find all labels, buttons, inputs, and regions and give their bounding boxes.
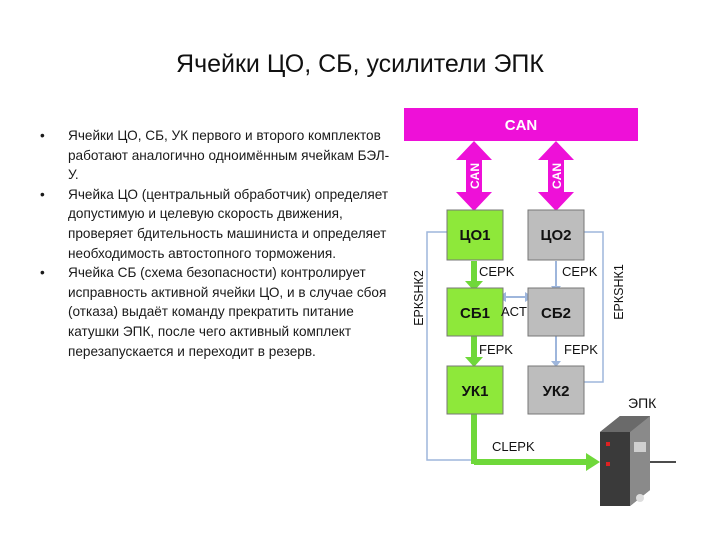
- co2-label: ЦО2: [541, 227, 572, 244]
- bullet-text: Ячейки ЦО, СБ, УК первого и второго комп…: [68, 128, 390, 183]
- erksnk2-line: [426, 231, 476, 461]
- erksnk2-label: ЕРКSНК2: [412, 270, 426, 326]
- uk1-label: УК1: [462, 383, 489, 400]
- uk1-box: [446, 365, 504, 415]
- can-arrow-1: [456, 141, 492, 211]
- uk2-label: УК2: [543, 383, 570, 400]
- erksnk1-line: [579, 231, 604, 383]
- can-arrow-2: [538, 141, 574, 211]
- act-label: ACT: [501, 304, 527, 319]
- can-bus-label: CAN: [505, 117, 538, 134]
- sb2-box: [527, 287, 585, 337]
- bullet-item: • Ячейка ЦО (центральный обработчик) опре…: [40, 185, 395, 263]
- bullet-item: • Ячейка СБ (схема безопасности) контроли…: [40, 263, 395, 361]
- page-title: Ячейки ЦО, СБ, усилители ЭПК: [176, 50, 544, 78]
- co1-box: [446, 209, 504, 261]
- epk-device-icon: [600, 416, 676, 506]
- serk-left-label: CEPK: [479, 264, 515, 279]
- arrow-sb1-uk1-head: [465, 357, 483, 367]
- ferk-right-label: FEPK: [564, 342, 598, 357]
- clerk-label: CLEPK: [492, 439, 535, 454]
- can-bus-bar: [404, 108, 638, 141]
- bullet-symbol: •: [40, 265, 45, 281]
- co2-box: [527, 209, 585, 261]
- bullet-list: • Ячейки ЦО, СБ, УК первого и второго ком…: [40, 126, 395, 361]
- bullet-symbol: •: [40, 186, 45, 202]
- sb2-label: СБ2: [541, 305, 571, 322]
- erksnk1-label: ЕРКSНК1: [612, 264, 626, 320]
- ferk-left-label: FEPK: [479, 342, 513, 357]
- serk-right-label: CEPK: [562, 264, 598, 279]
- can-arrow-1-label: CAN: [468, 163, 482, 189]
- co1-label: ЦО1: [460, 227, 491, 244]
- arrow-clerk-head: [586, 453, 600, 471]
- arrow-sb2-uk2-head: [551, 361, 561, 367]
- sb1-box: [446, 287, 504, 337]
- bullet-item: • Ячейки ЦО, СБ, УК первого и второго ком…: [40, 126, 395, 185]
- arrow-co1-sb1-head: [465, 281, 483, 291]
- bullet-text: Ячейка СБ (схема безопасности) контролир…: [68, 265, 387, 359]
- uk2-box: [527, 365, 585, 415]
- can-arrow-2-label: CAN: [550, 163, 564, 189]
- sb1-label: СБ1: [460, 305, 490, 322]
- epk-label: ЭПК: [628, 395, 657, 411]
- bullet-symbol: •: [40, 128, 45, 143]
- bullet-text: Ячейка ЦО (центральный обработчик) опред…: [68, 186, 389, 261]
